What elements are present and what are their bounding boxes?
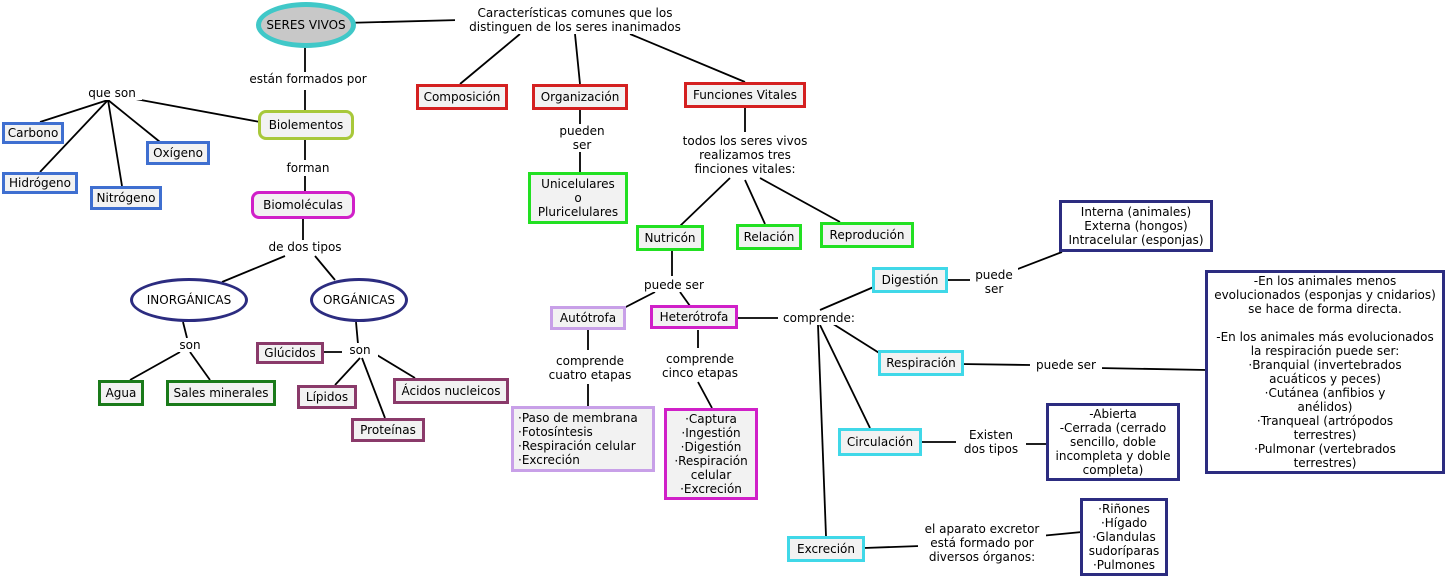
node-unicelulares: Unicelulares o Pluricelulares [528, 172, 628, 224]
heterotrofa-etapas-text: ·Captura ·Ingestión ·Digestión ·Respirac… [674, 412, 748, 496]
sales-label: Sales minerales [173, 386, 269, 400]
link-pueden-ser: pueden ser [552, 124, 612, 152]
lipidos-label: Lípidos [305, 390, 349, 404]
node-carbono: Carbono [2, 122, 64, 144]
node-composicion: Composición [416, 84, 508, 110]
reproducion-label: Reprodución [829, 228, 905, 242]
autotrofa-label: Autótrofa [559, 311, 617, 325]
unicelulares-label: Unicelulares o Pluricelulares [537, 177, 619, 219]
funciones-label: Funciones Vitales [692, 88, 798, 102]
link-dos-tipos: de dos tipos [256, 240, 354, 254]
node-relacion: Relación [736, 224, 802, 250]
node-respiracion-tipos: -En los animales menos evolucionados (es… [1205, 270, 1445, 474]
link-aparato-excretor: el aparato excretor está formado por div… [918, 522, 1046, 564]
node-acidos-nucleicos: Ácidos nucleicos [393, 378, 509, 404]
relacion-label: Relación [743, 230, 795, 244]
node-funciones-vitales: Funciones Vitales [684, 82, 806, 108]
node-circulacion: Circulación [838, 428, 922, 456]
link-puede-ser: puede ser [638, 278, 710, 292]
link-todos: todos los seres vivos realizamos tres fi… [672, 134, 818, 176]
link-que-son: que son [82, 86, 142, 100]
node-organos-excretores: ·Riñones ·Hígado ·Glandulas sudoríparas … [1080, 498, 1168, 576]
glucidos-label: Glúcidos [264, 346, 316, 360]
digestion-tipos-text: Interna (animales) Externa (hongos) Intr… [1068, 205, 1204, 247]
node-oxigeno: Oxígeno [146, 141, 210, 165]
proteinas-label: Proteínas [360, 423, 416, 437]
organizacion-label: Organización [540, 90, 620, 104]
node-biomoleculas: Biomoléculas [251, 191, 355, 219]
link-puede-ser-respiracion: puede ser [1030, 358, 1102, 372]
node-organicas: ORGÁNICAS [310, 278, 408, 322]
node-sales-minerales: Sales minerales [166, 380, 276, 406]
respiracion-label: Respiración [886, 356, 956, 370]
heterotrofa-label: Heterótrofa [659, 310, 729, 324]
circulacion-tipos-text: -Abierta -Cerrada (cerrado sencillo, dob… [1055, 407, 1171, 477]
node-heterotrofa-etapas: ·Captura ·Ingestión ·Digestión ·Respirac… [664, 408, 758, 500]
biolementos-label: Biolementos [268, 118, 344, 132]
node-biolementos: Biolementos [258, 110, 354, 140]
node-autotrofa: Autótrofa [550, 306, 626, 330]
top-caption: Características comunes que los distingu… [455, 6, 695, 34]
link-comprende: comprende: [778, 311, 860, 325]
link-son-organicas: son [342, 343, 378, 357]
node-organizacion: Organización [532, 84, 628, 110]
organicas-label: ORGÁNICAS [322, 293, 395, 307]
excrecion-label: Excreción [796, 542, 855, 556]
node-hidrogeno: Hidrógeno [2, 172, 78, 194]
node-reproducion: Reprodución [820, 222, 914, 248]
respiracion-tipos-text: -En los animales menos evolucionados (es… [1214, 274, 1436, 470]
nitrogeno-label: Nitrógeno [96, 191, 156, 205]
link-existen-dos-tipos: Existen dos tipos [956, 428, 1026, 456]
circulacion-label: Circulación [846, 435, 914, 449]
node-heterotrofa: Heterótrofa [650, 305, 738, 329]
hidrogeno-label: Hidrógeno [9, 176, 71, 190]
acidos-label: Ácidos nucleicos [401, 384, 501, 398]
node-lipidos: Lípidos [297, 385, 357, 409]
node-autotrofa-etapas: ·Paso de membrana ·Fotosíntesis ·Respira… [511, 406, 655, 472]
node-digestion: Digestión [872, 267, 948, 293]
carbono-label: Carbono [7, 126, 59, 140]
inorganicas-label: INORGÁNICAS [146, 293, 232, 307]
organos-text: ·Riñones ·Hígado ·Glandulas sudoríparas … [1088, 502, 1160, 572]
node-excrecion: Excreción [787, 536, 865, 562]
node-agua: Agua [98, 380, 144, 406]
node-inorganicas: INORGÁNICAS [130, 278, 248, 322]
nutricion-label: Nutricón [644, 231, 696, 245]
digestion-label: Digestión [881, 273, 939, 287]
node-digestion-tipos: Interna (animales) Externa (hongos) Intr… [1059, 200, 1213, 252]
link-forman: forman [280, 161, 336, 175]
node-respiracion: Respiración [878, 350, 964, 376]
link-son-inorganicas: son [172, 338, 208, 352]
biomoleculas-label: Biomoléculas [263, 198, 343, 212]
node-proteinas: Proteínas [351, 418, 425, 442]
root-label: SERES VIVOS [266, 18, 346, 32]
node-circulacion-tipos: -Abierta -Cerrada (cerrado sencillo, dob… [1046, 403, 1180, 481]
node-nitrogeno: Nitrógeno [90, 186, 162, 210]
root-node-seres-vivos: SERES VIVOS [256, 2, 356, 48]
agua-label: Agua [105, 386, 137, 400]
link-formados: están formados por [240, 72, 376, 86]
oxigeno-label: Oxígeno [153, 146, 203, 160]
node-glucidos: Glúcidos [256, 342, 324, 364]
link-puede-ser-digestion: puede ser [970, 268, 1018, 296]
composicion-label: Composición [423, 90, 501, 104]
link-comprende-cinco: comprende cinco etapas [652, 352, 748, 380]
autotrofa-etapas-text: ·Paso de membrana ·Fotosíntesis ·Respira… [518, 411, 638, 467]
link-comprende-cuatro: comprende cuatro etapas [538, 354, 642, 382]
node-nutricion: Nutricón [636, 225, 704, 251]
